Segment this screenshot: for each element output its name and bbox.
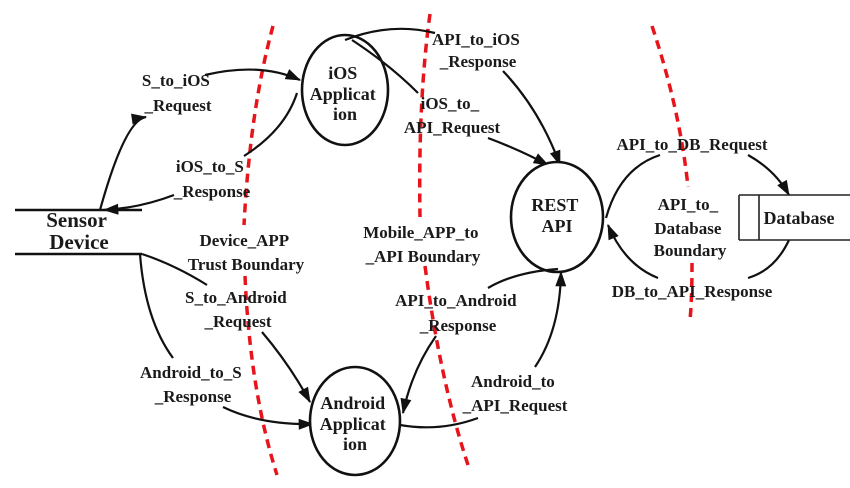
api-to-ios-response-flow — [344, 27, 436, 42]
rest-api-label: REST API — [531, 195, 582, 236]
mobile-app-to-api-boundary-line-lower — [423, 265, 470, 466]
device-app-trust-boundary-label: Device_APP Trust Boundary — [188, 231, 305, 274]
api-to-android-response-label: API_to_Android _Response — [395, 291, 521, 335]
android-to-api-request-flow — [399, 416, 479, 429]
api-to-database-boundary-line — [650, 25, 690, 188]
ios-application-node[interactable] — [300, 33, 390, 147]
android-to-api-request-label: Android_to _API_Request — [462, 372, 568, 415]
db-to-api-response-flow — [747, 239, 790, 280]
android-application-node[interactable] — [308, 365, 402, 477]
api-to-ios-response-flow-head — [502, 70, 562, 167]
db-to-api-response-label: DB_to_API_Response — [612, 282, 773, 301]
android-to-s-response-label: Android_to_S _Response — [140, 363, 246, 406]
s-to-ios-request-flow-head — [204, 68, 302, 82]
ios-to-api-request-flow — [351, 39, 419, 94]
api-to-db-request-flow-head — [747, 154, 790, 196]
android-to-api-request-flow-head — [534, 270, 567, 368]
ios-to-s-response-flow-head — [102, 193, 175, 215]
mobile-app-to-api-boundary-line — [417, 13, 432, 218]
api-to-ios-response-label: API_to_iOS _Response — [432, 30, 524, 71]
ios-to-s-response-label: iOS_to_S _Response — [173, 157, 251, 201]
device-app-trust-boundary-line-lower — [243, 275, 279, 476]
ios-to-api-request-label: iOS_to_ API_Request — [404, 94, 501, 137]
api-to-android-response-flow — [487, 267, 559, 289]
device-app-trust-boundary-line — [242, 25, 275, 226]
ios-application-label: iOS Applicat ion — [310, 63, 381, 124]
s-to-android-request-label: S_to_Android _Request — [185, 288, 291, 331]
mobile-app-to-api-boundary-label: Mobile_APP_to _API Boundary — [363, 223, 482, 266]
api-to-android-response-flow-head — [400, 335, 437, 415]
database-label[interactable]: Database — [764, 208, 835, 228]
s-to-ios-request-label: S_to_iOS _Request — [142, 71, 214, 115]
db-to-api-response-flow-head — [606, 223, 659, 280]
s-to-android-request-flow-head — [261, 331, 311, 403]
ios-to-api-request-flow-head — [487, 136, 549, 166]
android-to-s-response-flow-head — [222, 406, 315, 430]
api-to-db-request-flow — [604, 153, 661, 219]
ios-to-s-response-flow — [243, 92, 299, 157]
api-to-db-request-label: API_to_DB_Request — [616, 135, 767, 154]
s-to-android-request-flow — [141, 252, 208, 286]
api-to-database-boundary-line-lower — [688, 262, 694, 321]
s-to-ios-request-flow — [98, 113, 148, 211]
sensor-device-label[interactable]: Sensor Device — [46, 208, 112, 254]
android-to-s-response-flow — [138, 253, 174, 359]
android-application-label: Android Applicat ion — [320, 393, 391, 454]
api-to-database-boundary-label: API_to_ Database Boundary — [654, 195, 727, 260]
